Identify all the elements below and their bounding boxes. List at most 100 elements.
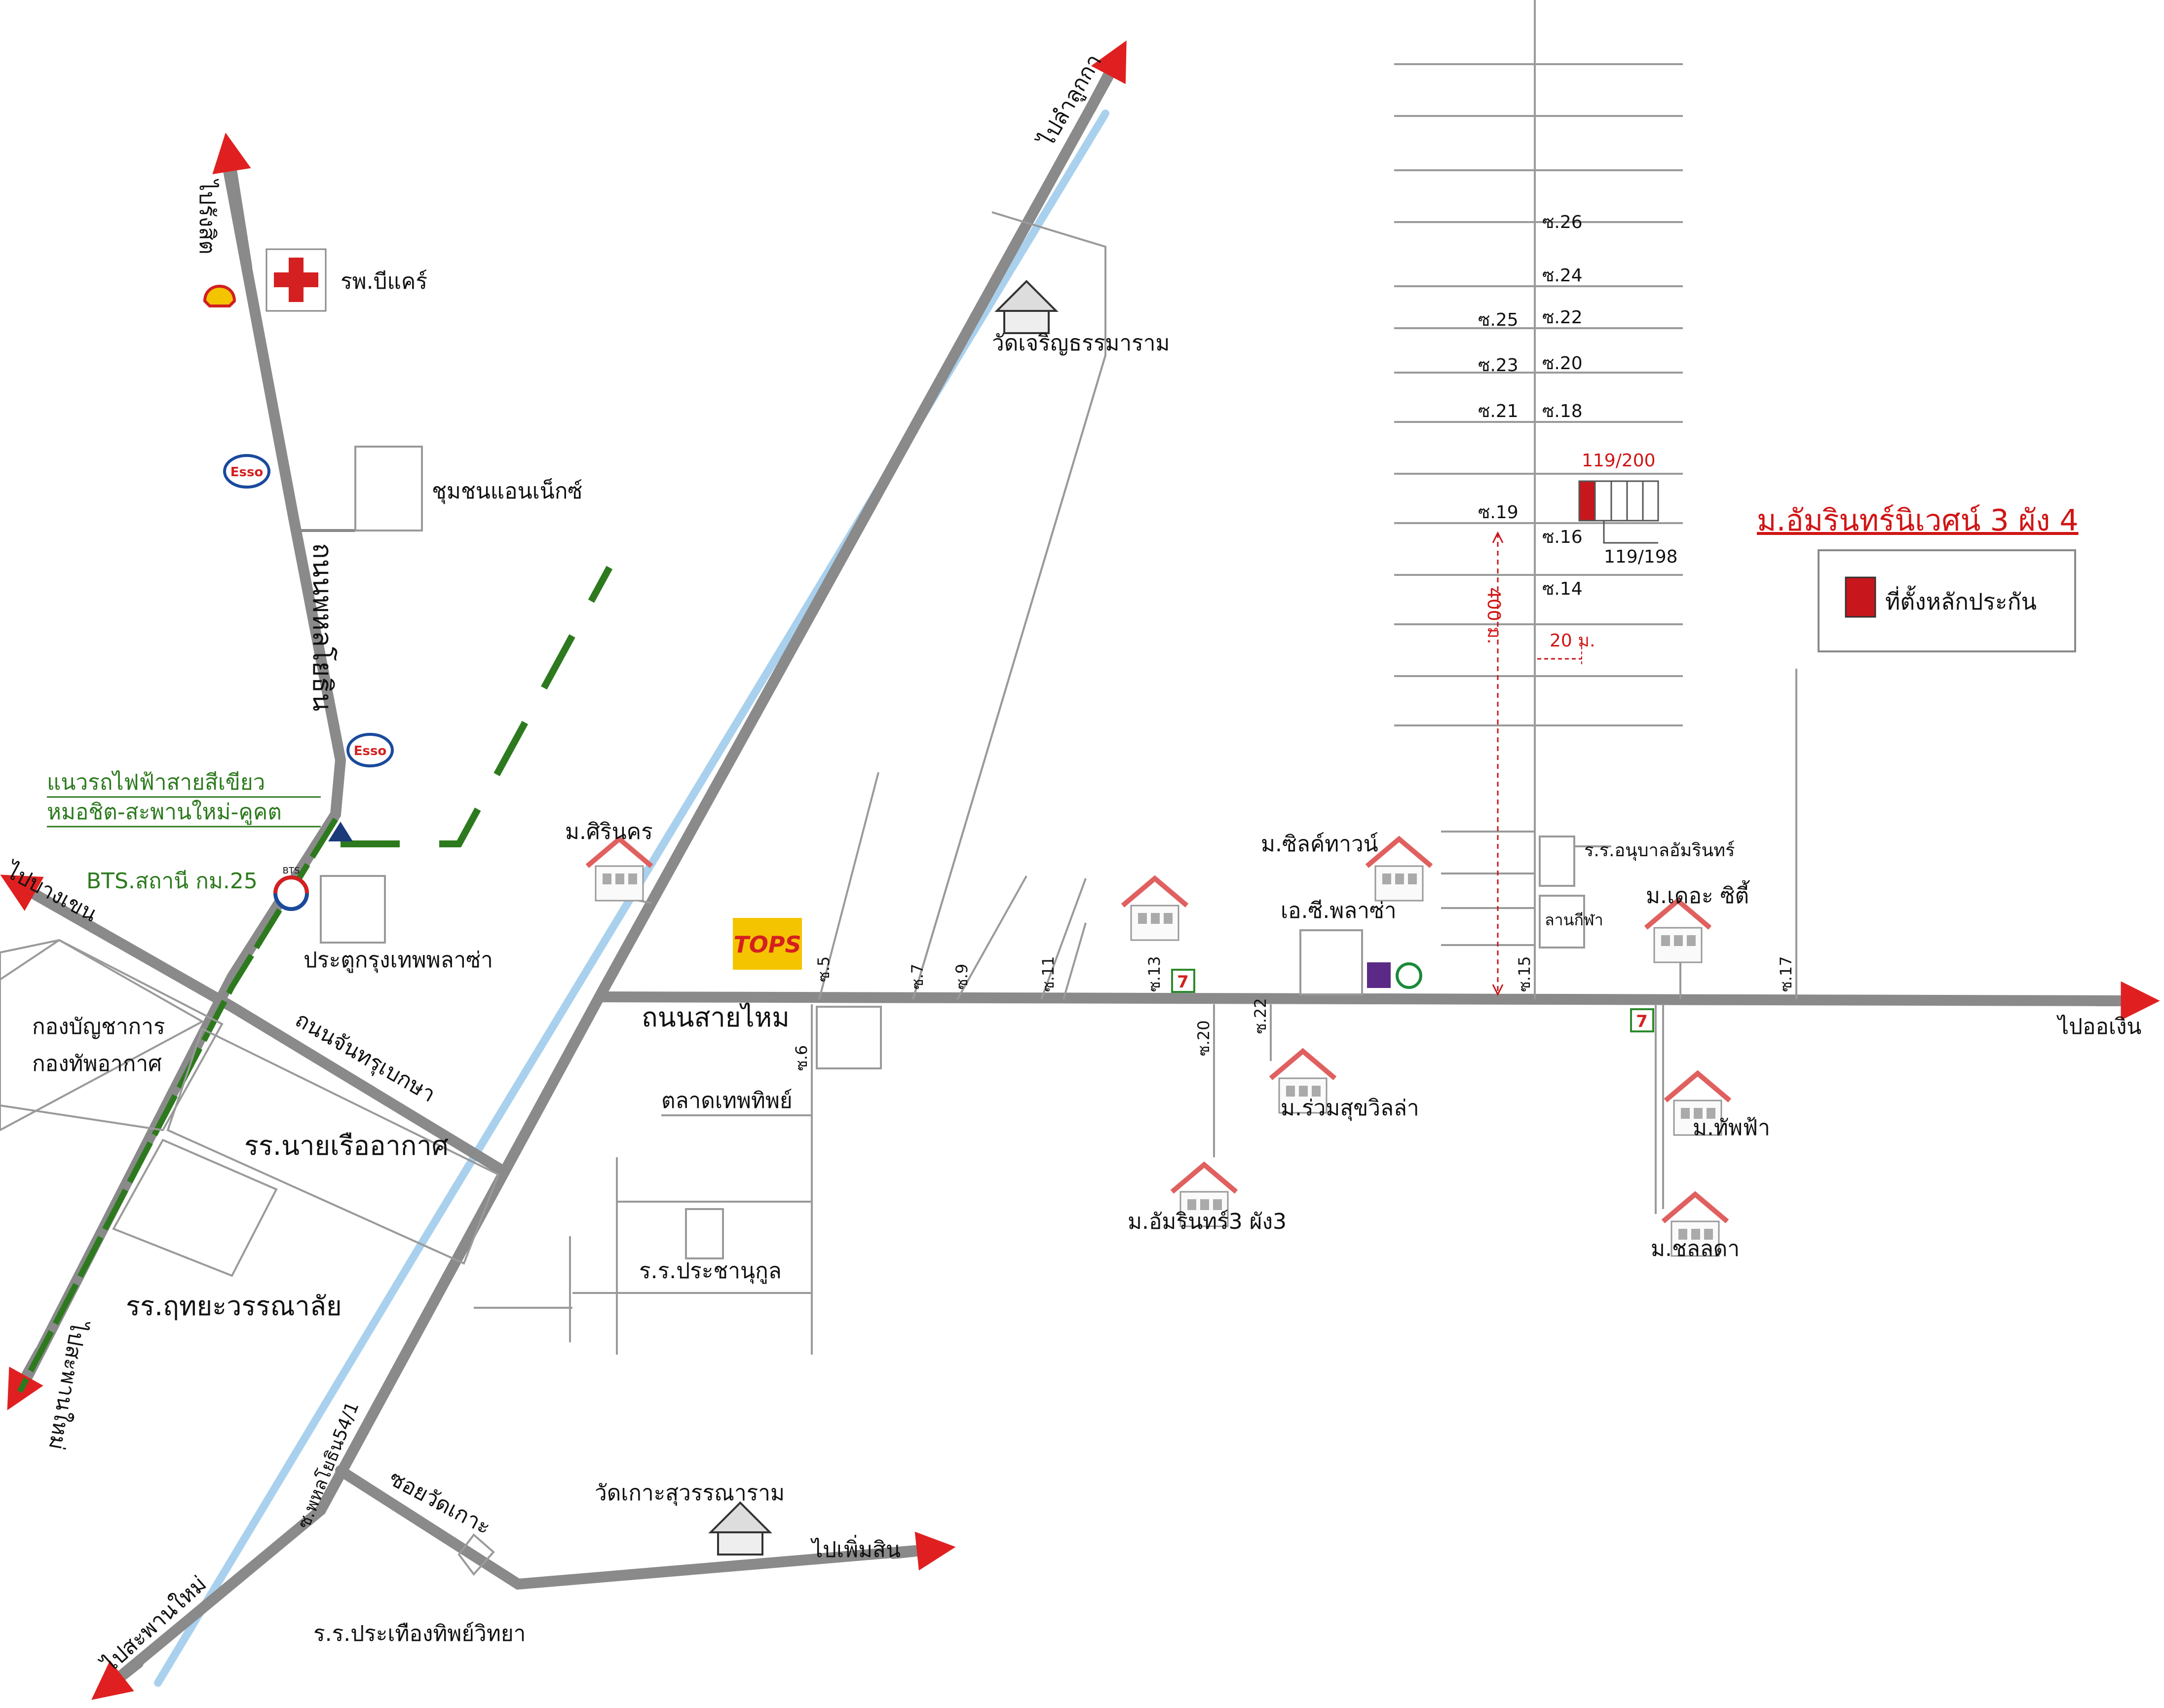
sai-mai-road bbox=[597, 991, 2137, 1006]
label-m-the-city: ม.เดอะ ซิตี้ bbox=[1646, 880, 1750, 909]
label-annex: ชุมชนแอนเน็กซ์ bbox=[432, 478, 582, 504]
label-m-sirinakorn: ม.ศิรินคร bbox=[565, 819, 653, 844]
kbank-icon bbox=[1396, 962, 1422, 989]
arrow-to-lam-luk-ka bbox=[1085, 40, 1127, 114]
label-soi-20: ซ.20 bbox=[1194, 1020, 1213, 1056]
hospital-cross-icon bbox=[274, 258, 318, 302]
map-title: ม.อัมรินทร์นิเวศน์ 3 ผัง 4 bbox=[1757, 503, 2079, 538]
pracha-school-building bbox=[685, 1208, 724, 1259]
plot-grid bbox=[1578, 480, 1659, 544]
svg-text:TOPS: TOPS bbox=[733, 931, 801, 958]
label-air-force-2: กองทัพอากาศ bbox=[32, 1051, 162, 1076]
label-plot-a: 119/200 bbox=[1582, 451, 1656, 471]
label-grid-soi-18: ซ.18 bbox=[1542, 401, 1583, 421]
phermsin-road bbox=[335, 1465, 933, 1590]
label-grid-soi-22: ซ.22 bbox=[1542, 307, 1583, 328]
house-icon bbox=[1664, 1070, 1732, 1136]
label-bts-station: BTS.สถานี กม.25 bbox=[86, 869, 258, 894]
label-school-prathueang: ร.ร.ประเทืองทิพย์วิทยา bbox=[313, 1621, 526, 1646]
svg-text:Esso: Esso bbox=[230, 465, 264, 480]
label-school-ruthai: รร.ฤทยะวรรณาลัย bbox=[126, 1290, 342, 1322]
ac-plaza-building bbox=[1299, 929, 1363, 995]
label-school-pracha: ร.ร.ประชานุกูล bbox=[639, 1258, 782, 1284]
label-soi-15: ซ.15 bbox=[1515, 956, 1534, 992]
dimension-arrow-top bbox=[1492, 531, 1504, 543]
label-soi-11: ซ.11 bbox=[1039, 956, 1058, 992]
label-grid-soi-26: ซ.26 bbox=[1542, 212, 1583, 232]
label-air-force-1: กองบัญชาการ bbox=[32, 1014, 165, 1039]
label-m-silk-town: ม.ซิลค์ทาวน์ bbox=[1261, 832, 1378, 857]
road-soi-11 bbox=[1040, 878, 1087, 1000]
label-grid-soi-16: ซ.16 bbox=[1542, 527, 1583, 547]
label-to-or-ngoen: ไปออเงิน bbox=[2056, 1014, 2142, 1039]
house-icon bbox=[1365, 835, 1433, 902]
bts-station-marker-icon bbox=[328, 822, 353, 841]
kindergarten-building bbox=[1539, 835, 1575, 887]
svg-text:7: 7 bbox=[1177, 972, 1189, 992]
shell-station-icon bbox=[203, 285, 236, 307]
label-main-road: ถนนสายไหม bbox=[642, 1002, 790, 1033]
talad-thep-building bbox=[816, 1006, 882, 1069]
tops-logo-icon: TOPS bbox=[733, 918, 802, 970]
label-phahonyothin: ถนนพหลโยธิน bbox=[307, 543, 338, 711]
label-grid-soi-23: ซ.23 bbox=[1478, 355, 1519, 376]
house-icon bbox=[585, 835, 653, 902]
arrow-to-bang-khen bbox=[0, 874, 65, 913]
annex-building bbox=[354, 446, 423, 531]
road-soi-7 bbox=[912, 355, 1106, 1000]
label-bangkok-gate: ประตูกรุงเทพพลาซ่า bbox=[304, 948, 493, 973]
label-grid-soi-24: ซ.24 bbox=[1542, 266, 1583, 286]
label-soi-17: ซ.17 bbox=[1777, 956, 1795, 992]
label-grid-soi-20: ซ.20 bbox=[1542, 353, 1583, 374]
house-icon bbox=[1121, 875, 1189, 941]
ruthai-school-area bbox=[112, 1139, 278, 1277]
label-soi-22: ซ.22 bbox=[1251, 998, 1270, 1034]
svg-text:Esso: Esso bbox=[354, 744, 387, 759]
label-dimension-20: 20 ม. bbox=[1550, 631, 1595, 651]
label-to-phermsin: ไปเพิ่มสิน bbox=[810, 1534, 901, 1562]
svg-text:7: 7 bbox=[1636, 1012, 1648, 1031]
label-school-navy: รร.นายเรืออากาศ bbox=[244, 1130, 449, 1161]
label-m-amarin-3-3: ม.อัมรินทร์3 ผัง3 bbox=[1128, 1209, 1287, 1234]
legend-marker bbox=[1845, 576, 1876, 618]
scb-bank-icon bbox=[1367, 962, 1391, 988]
arrow-to-phermsin bbox=[888, 1531, 956, 1571]
air-force-area bbox=[0, 939, 205, 1132]
bts-logo-icon: BTS bbox=[273, 866, 309, 911]
label-bkh-hospital: รพ.บีแคร์ bbox=[341, 269, 427, 294]
seven-eleven-icon-2: 7 bbox=[1630, 1008, 1654, 1032]
temple-icon bbox=[994, 280, 1059, 334]
prathueang-school-building bbox=[457, 1533, 495, 1576]
house-icon bbox=[1644, 897, 1712, 963]
label-dimension-400: 400 ม. bbox=[1483, 587, 1504, 644]
house-icon bbox=[1170, 1161, 1238, 1227]
label-grid-soi-21: ซ.21 bbox=[1478, 401, 1519, 421]
bangkok-gate-building bbox=[320, 875, 386, 944]
soi-grid-lower bbox=[1441, 831, 1535, 946]
esso-station-icon-2: Esso bbox=[346, 733, 394, 767]
navy-school-area bbox=[166, 1027, 500, 1265]
label-sports-ground: ลานกีฬา bbox=[1545, 911, 1603, 929]
label-grid-soi-25: ซ.25 bbox=[1478, 310, 1519, 330]
label-wat-charoen: วัดเจริญธรรมาราม bbox=[992, 331, 1170, 356]
esso-station-icon: Esso bbox=[223, 454, 270, 489]
legend-label: ที่ตั้งหลักประกัน bbox=[1885, 585, 2037, 615]
bts-green-line-extension bbox=[341, 566, 613, 847]
label-soi-5: ซ.5 bbox=[814, 956, 833, 982]
label-wat-ko: วัดเกาะสุวรรณาราม bbox=[595, 1480, 785, 1506]
dimension-arrow-bottom bbox=[1492, 984, 1504, 996]
label-soi-13: ซ.13 bbox=[1145, 956, 1164, 992]
label-m-chonlada: ม.ชลลดา bbox=[1651, 1236, 1740, 1261]
sports-ground bbox=[1539, 895, 1585, 949]
label-bts-line-1: แนวรถไฟฟ้าสายสีเขียว bbox=[47, 770, 265, 795]
label-bts-line-2: หมอชิต-สะพานใหม่-คูคต bbox=[47, 799, 282, 825]
label-soi-7: ซ.7 bbox=[908, 964, 927, 989]
bts-green-line bbox=[17, 817, 339, 1393]
road-soi-5 bbox=[818, 772, 879, 1000]
label-m-ruam-suk: ม.ร่วมสุขวิลล่า bbox=[1281, 1096, 1419, 1121]
house-icon bbox=[1661, 1191, 1729, 1257]
road-soi-9 bbox=[956, 875, 1027, 1000]
chanthrubeksa-road bbox=[14, 880, 506, 1175]
air-force-block bbox=[0, 939, 224, 1132]
